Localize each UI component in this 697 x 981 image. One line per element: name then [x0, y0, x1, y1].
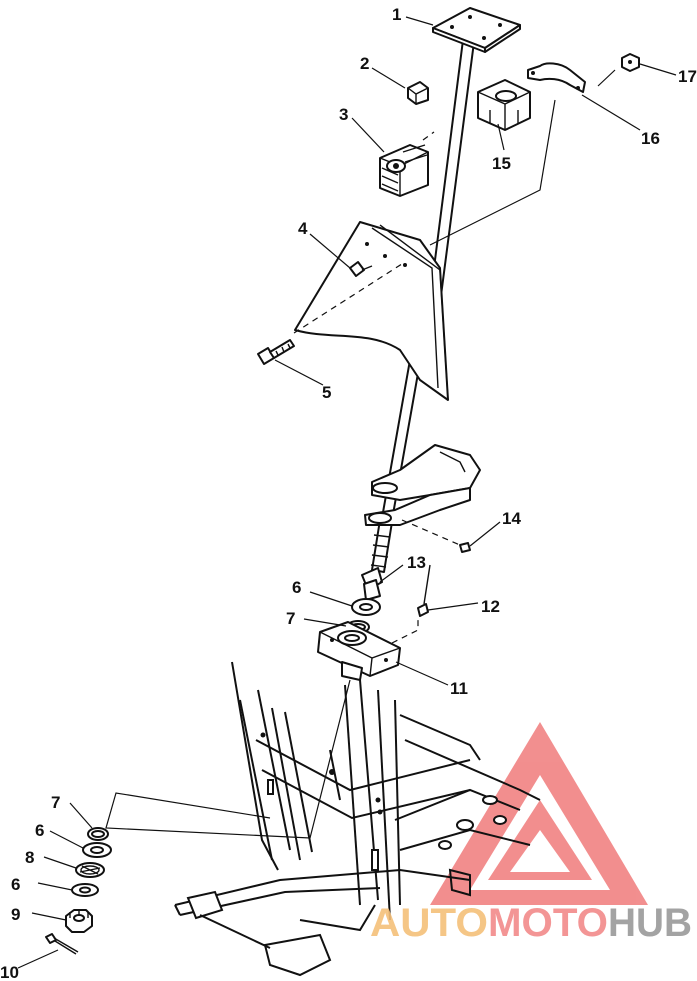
part-15-bearing-half — [477, 79, 531, 131]
lower-column-bracket — [364, 444, 481, 526]
callout-10: 10 — [0, 963, 19, 981]
callout-4: 4 — [298, 219, 308, 238]
logo-triangle-center — [510, 830, 570, 872]
callout-2: 2 — [360, 54, 369, 73]
callout-5: 5 — [322, 383, 331, 402]
watermark-moto: MOTO — [488, 901, 608, 945]
part-8-bearing — [75, 862, 105, 878]
part-5-bolt — [257, 339, 295, 365]
callout-labels: 1 2 3 4 5 15 16 17 14 13 6 12 7 11 7 6 8… — [0, 5, 697, 981]
watermark-hub: HUB — [608, 901, 692, 945]
callout-6-lower: 6 — [11, 875, 20, 894]
callout-17: 17 — [678, 67, 697, 86]
part-11-steering-bearing — [317, 621, 401, 681]
watermark-auto: AUTO — [370, 901, 488, 945]
part-3-bearing-block — [379, 144, 429, 197]
vehicle-frame — [174, 661, 541, 977]
callout-1: 1 — [392, 5, 401, 24]
part-16-strap-clamp — [527, 62, 586, 93]
part-13-universal-joint — [361, 567, 383, 601]
part-6-washer-middle — [82, 842, 112, 858]
part-17-nut — [621, 53, 640, 72]
leader-lines — [17, 16, 677, 969]
callout-14: 14 — [502, 509, 521, 528]
part-7-oring-lower — [87, 827, 109, 841]
part-14-screw — [459, 542, 471, 553]
part-4-screw — [349, 261, 373, 277]
callout-9: 9 — [11, 905, 20, 924]
callout-3: 3 — [339, 105, 348, 124]
part-1-handlebar-plate — [432, 7, 521, 53]
watermark-text: AUTO MOTO HUB — [370, 901, 692, 945]
callout-15: 15 — [492, 154, 511, 173]
part-9-castle-nut — [65, 909, 93, 933]
watermark-logo — [430, 722, 648, 905]
callout-6-upper: 6 — [292, 578, 301, 597]
callout-7-lower: 7 — [51, 793, 60, 812]
upper-steering-bracket — [294, 221, 449, 401]
callout-6-middle: 6 — [35, 821, 44, 840]
part-2-bushing — [407, 81, 429, 105]
part-6-washer-lower — [71, 883, 99, 897]
callout-13: 13 — [407, 553, 426, 572]
part-10-cotter-pin — [45, 933, 79, 955]
callout-12: 12 — [481, 597, 500, 616]
part-12-bolt — [417, 564, 431, 617]
part-6-washer-upper — [351, 598, 381, 616]
callout-11: 11 — [450, 679, 468, 698]
callout-16: 16 — [641, 129, 660, 148]
callout-7-upper: 7 — [286, 609, 295, 628]
callout-8: 8 — [25, 848, 34, 867]
